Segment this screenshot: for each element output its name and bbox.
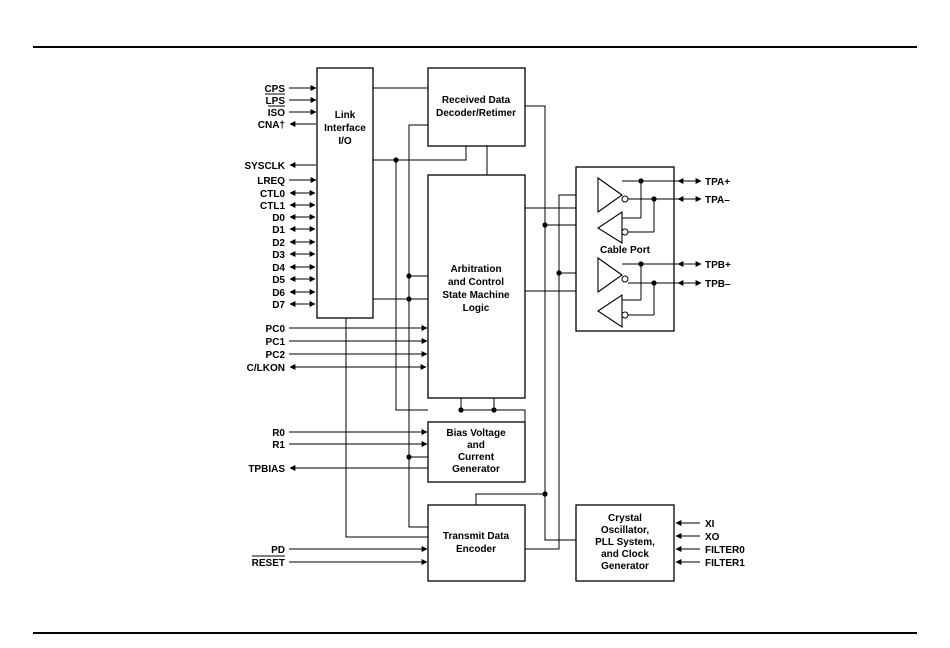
- bias-voltage-label-1: Bias Voltage: [446, 428, 506, 439]
- received-data-block: [427, 67, 526, 147]
- crystal-label-1: Crystal: [608, 513, 642, 524]
- arbitration-label-4: Logic: [463, 303, 490, 314]
- signal-clkon: C/LKON: [247, 363, 285, 374]
- top-rule: [33, 46, 917, 48]
- bias-side-signals: R0 R1 TPBIAS: [248, 428, 428, 475]
- arbitration-label-1: Arbitration: [450, 264, 501, 275]
- arbitration-label-3: State Machine: [442, 290, 510, 301]
- control-side-signals: PC0 PC1 PC2 C/LKON: [247, 324, 428, 374]
- signal-d1: D1: [272, 225, 285, 236]
- signal-ctl0: CTL0: [260, 189, 285, 200]
- transmit-data-block: [427, 504, 526, 582]
- signal-reset: RESET: [252, 558, 285, 569]
- signal-lps: LPS: [266, 96, 286, 107]
- signal-xi: XI: [705, 519, 715, 530]
- received-data-label-2: Decoder/Retimer: [436, 108, 516, 119]
- link-interface-label-2: Interface: [324, 123, 366, 134]
- tpa-driver-icon: [597, 176, 623, 214]
- crystal-oscillator-block: [575, 504, 675, 582]
- arbitration-block: [427, 174, 526, 399]
- bias-voltage-label-2: and: [467, 440, 485, 451]
- signal-pc0: PC0: [266, 324, 286, 335]
- bias-voltage-label-4: Generator: [452, 464, 500, 475]
- signal-d7: D7: [272, 300, 285, 311]
- signal-d6: D6: [272, 288, 285, 299]
- signal-iso: ISO: [268, 108, 285, 119]
- crystal-label-4: and Clock: [601, 549, 649, 560]
- crystal-label-3: PLL System,: [595, 537, 655, 548]
- clock-side-signals: XI XO FILTER0 FILTER1: [675, 519, 745, 569]
- bottom-rule: [33, 632, 917, 634]
- signal-pc1: PC1: [266, 337, 286, 348]
- crystal-label-2: Oscillator,: [601, 525, 650, 536]
- signal-d3: D3: [272, 250, 285, 261]
- link-side-signals: CPS LPS ISO CNA† SYSCLK LREQ CTL0 CTL1 D…: [244, 84, 317, 311]
- blocks: Link Interface I/O Received Data Decoder…: [316, 67, 675, 582]
- signal-cna: CNA†: [258, 120, 285, 131]
- transmit-data-label-2: Encoder: [456, 544, 496, 555]
- signal-d4: D4: [272, 263, 285, 274]
- cable-side-signals: TPA+ TPA– TPB+ TPB–: [641, 177, 731, 290]
- signal-d0: D0: [272, 213, 285, 224]
- crystal-label-5: Generator: [601, 561, 649, 572]
- signal-filter1: FILTER1: [705, 558, 745, 569]
- link-interface-label-1: Link: [335, 110, 356, 121]
- signal-tpb-plus: TPB+: [705, 260, 731, 271]
- cable-port-block: [575, 166, 675, 332]
- tpb-driver-icon: [597, 256, 623, 294]
- signal-pc2: PC2: [266, 350, 286, 361]
- bias-voltage-block: [427, 421, 526, 483]
- signal-filter0: FILTER0: [705, 545, 745, 556]
- cable-port-buffers: [596, 176, 655, 329]
- signal-sysclk: SYSCLK: [244, 161, 285, 172]
- signal-pd: PD: [271, 545, 285, 556]
- link-interface-label-3: I/O: [338, 136, 352, 147]
- received-data-label-1: Received Data: [442, 95, 511, 106]
- transmit-data-label-1: Transmit Data: [443, 531, 510, 542]
- signal-ctl1: CTL1: [260, 201, 285, 212]
- signal-d5: D5: [272, 275, 285, 286]
- signal-tpbias: TPBIAS: [248, 464, 285, 475]
- reset-side-signals: PD RESET: [252, 545, 428, 569]
- signal-d2: D2: [272, 238, 285, 249]
- arbitration-label-2: and Control: [448, 277, 504, 288]
- cable-port-label: Cable Port: [600, 245, 651, 256]
- signal-tpa-plus: TPA+: [705, 177, 730, 188]
- signal-tpa-minus: TPA–: [705, 195, 730, 206]
- tpb-receiver-icon: [597, 293, 623, 329]
- signal-r0: R0: [272, 428, 285, 439]
- signal-r1: R1: [272, 440, 285, 451]
- signal-cps: CPS: [264, 84, 285, 95]
- signal-tpb-minus: TPB–: [705, 279, 731, 290]
- bias-voltage-label-3: Current: [458, 452, 495, 463]
- link-interface-block: [316, 67, 374, 319]
- signal-lreq: LREQ: [257, 176, 285, 187]
- tpa-receiver-icon: [596, 210, 623, 244]
- signal-xo: XO: [705, 532, 720, 543]
